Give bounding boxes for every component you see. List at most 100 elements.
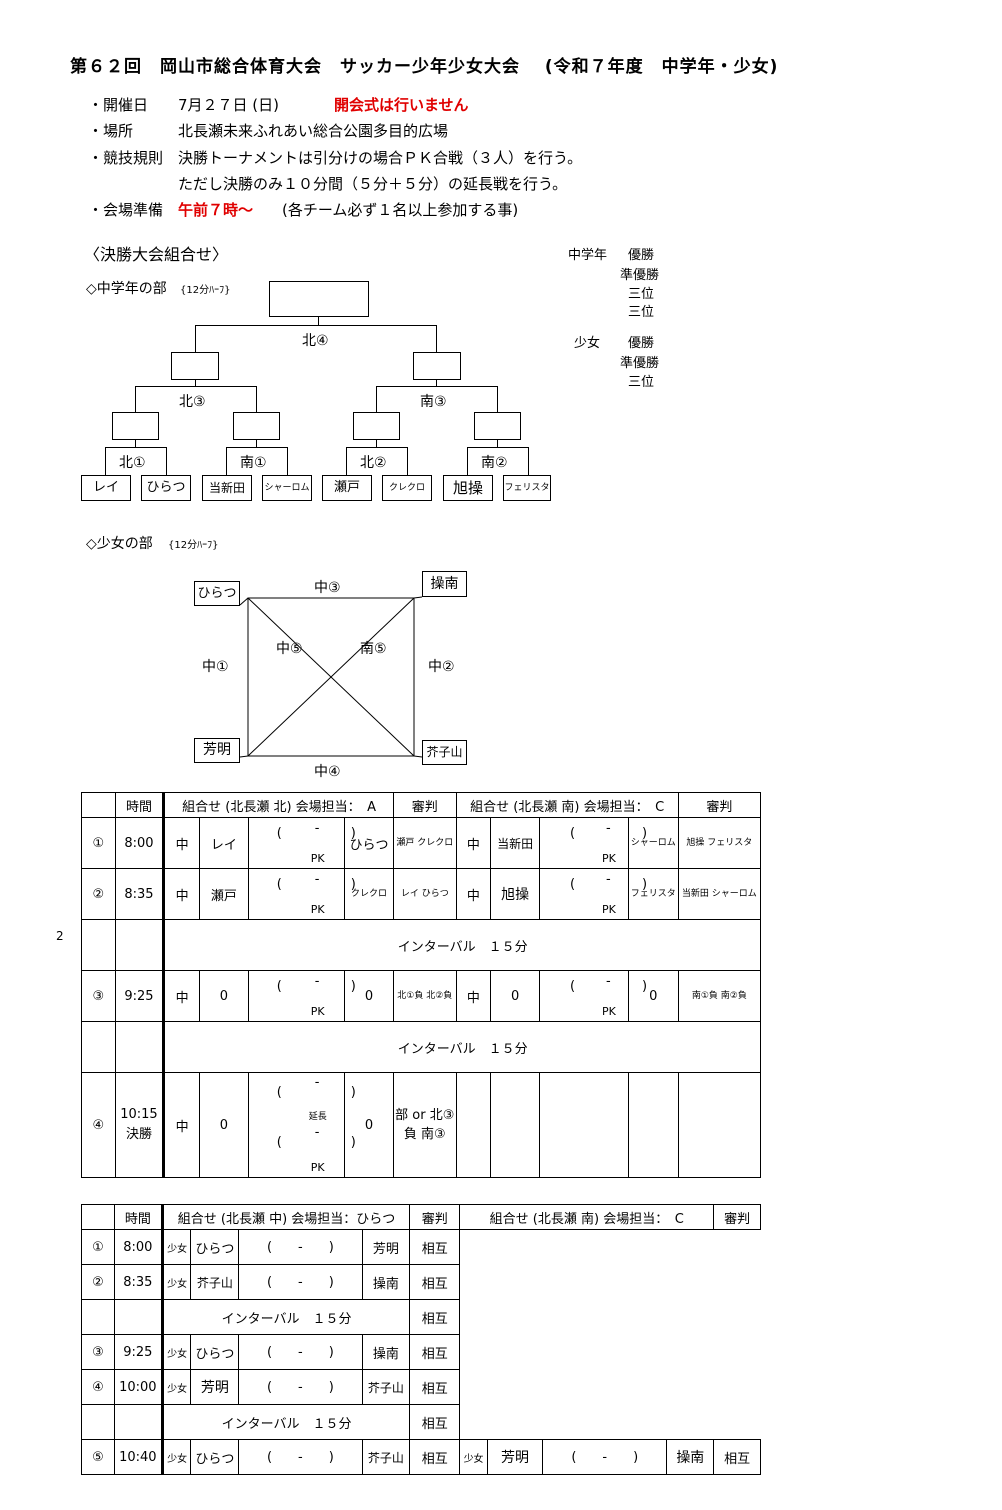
- bracket-r1-label-1: 北①: [117, 452, 148, 472]
- rules-label: ・競技規則: [88, 149, 164, 167]
- team-box-4: シャーロム: [262, 475, 312, 501]
- score-cell[interactable]: (-): [238, 1334, 363, 1370]
- prep-time: 午前７時～: [178, 201, 254, 219]
- shojo-section-note: {12分ﾊｰﾌ}: [168, 540, 219, 551]
- results-chu-win: 優勝: [628, 248, 655, 263]
- bracket-semi-left-label: 北③: [177, 391, 208, 411]
- t1-header-ref2: 審判: [677, 792, 762, 818]
- results-shojo-win: 優勝: [628, 336, 655, 351]
- prep-label: ・会場準備: [88, 201, 164, 219]
- league-top-label: 中③: [314, 580, 341, 596]
- interval-row: インターバル １５分: [163, 919, 761, 971]
- league-team-br: 芥子山: [422, 740, 467, 765]
- bracket-r1-label-3: 北②: [358, 452, 389, 472]
- r1-winner-box-4: [474, 412, 521, 440]
- table-row: インターバル １５分: [81, 919, 761, 971]
- league-team-bl: 芳明: [194, 738, 240, 763]
- bracket-r1-label-2: 南①: [238, 452, 269, 472]
- results-chu-third-1: 三位: [628, 287, 655, 302]
- results-shojo-third: 三位: [628, 375, 655, 390]
- section-title: 〈決勝大会組合せ〉: [84, 245, 229, 264]
- schedule-table-shojo: 時間 組合せ (北長瀬 中) 会場担当：ひらつ 審判 組合せ (北長瀬 南) 会…: [81, 1204, 761, 1475]
- t2-header-time: 時間: [113, 1204, 164, 1230]
- table-row: ⑤ 10:40 少女 ひらつ (-) 芥子山 相互 少女 芳明 (-) 操南 相…: [81, 1439, 761, 1475]
- date-note: 開会式は行いません: [334, 96, 469, 114]
- team-box-1: レイ: [81, 475, 131, 501]
- page-title: 第６２回 岡山市総合体育大会 サッカー少年少女大会 (令和７年度 中学年・少女): [70, 57, 779, 77]
- interval-row: インターバル １５分: [163, 1021, 761, 1073]
- table-row: ② 8:35 中 瀬戸 (-)PK クレクロ レイ ひらつ 中 旭操 (-)PK…: [81, 868, 762, 920]
- bracket-final-label: 北④: [300, 330, 331, 350]
- score-cell-final[interactable]: - ( ) 延長 - ( ) PK: [276, 1075, 356, 1174]
- bracket-semi-right-label: 南③: [418, 391, 449, 411]
- place-value: 北長瀬未来ふれあい総合公園多目的広場: [178, 122, 449, 140]
- score-cell[interactable]: (-)PK: [276, 821, 356, 865]
- league-left-label: 中①: [202, 659, 229, 675]
- side-number: 2: [56, 929, 64, 943]
- score-cell[interactable]: (-)PK: [570, 872, 648, 916]
- score-cell[interactable]: (-): [238, 1264, 363, 1300]
- interval-row: インターバル １５分: [161, 1404, 411, 1440]
- bracket-r1-label-4: 南②: [479, 452, 510, 472]
- league-right-label: 中②: [428, 659, 455, 675]
- rules-line2: ただし決勝のみ１０分間（５分＋５分）の延長戦を行う。: [178, 175, 568, 193]
- t2-header-match-center: 組合せ (北長瀬 中) 会場担当：ひらつ: [161, 1204, 411, 1230]
- place-label: ・場所: [88, 122, 134, 140]
- r1-winner-box-2: [233, 412, 280, 440]
- league-team-tr: 操南: [422, 571, 467, 597]
- team-box-2: ひらつ: [141, 475, 191, 501]
- table-row: ④ 10:00 少女 芳明 (-) 芥子山 相互: [81, 1369, 761, 1405]
- score-cell[interactable]: (-): [238, 1369, 363, 1405]
- team-box-8: フェリスタ: [503, 475, 551, 501]
- prep-note: (各チーム必ず１名以上参加する事): [282, 201, 519, 219]
- t1-header-match-north: 組合せ (北長瀬 北) 会場担当： A: [163, 792, 394, 818]
- league-bottom-label: 中④: [314, 764, 341, 780]
- t2-header-ref2: 審判: [713, 1204, 761, 1230]
- table-row: ③ 9:25 中 0 (-)PK 0 北①負 北②負 中 0 (-)PK 0 南…: [81, 970, 762, 1022]
- t2-header-match-south: 組合せ (北長瀬 南) 会場担当： C: [459, 1204, 715, 1230]
- t1-header-match-south: 組合せ (北長瀬 南) 会場担当： C: [455, 792, 679, 818]
- chu-section-note: {12分ﾊｰﾌ}: [180, 285, 231, 296]
- t2-header-ref: 審判: [409, 1204, 461, 1230]
- score-cell[interactable]: (-): [542, 1439, 668, 1475]
- score-cell[interactable]: (-): [238, 1439, 363, 1475]
- team-box-5: 瀬戸: [322, 475, 372, 501]
- results-chu-runnerup: 準優勝: [620, 268, 660, 283]
- score-cell[interactable]: (-)PK: [276, 872, 356, 916]
- champion-box: [269, 281, 369, 317]
- date-label: ・開催日: [88, 96, 149, 114]
- table-row: ① 8:00 中 レイ (-)PK ひらつ 瀬戸 クレクロ 中 当新田 (-)P…: [81, 817, 762, 869]
- table-row: ① 8:00 少女 ひらつ (-) 芳明 相互: [81, 1229, 761, 1265]
- date-value: 7月２７日 (日): [178, 96, 280, 114]
- schedule-table-chu: 時間 組合せ (北長瀬 北) 会場担当： A 審判 組合せ (北長瀬 南) 会場…: [81, 792, 762, 1178]
- shojo-section-title: ◇少女の部: [86, 536, 153, 552]
- chu-section-title: ◇中学年の部: [86, 281, 167, 297]
- results-chu-third-2: 三位: [628, 305, 655, 320]
- score-cell[interactable]: (-)PK: [570, 974, 648, 1018]
- interval-row: インターバル １５分: [161, 1299, 411, 1335]
- r1-winner-box-1: [112, 412, 159, 440]
- t1-header-time: 時間: [114, 792, 166, 818]
- table-row: インターバル １５分: [81, 1021, 761, 1073]
- finalist-box-right: [413, 352, 461, 380]
- score-cell[interactable]: (-)PK: [276, 974, 356, 1018]
- league-diag-right-label: 南⑤: [360, 641, 387, 657]
- results-shojo-runnerup: 準優勝: [620, 356, 660, 371]
- table-row: インターバル １５分 相互: [81, 1404, 761, 1440]
- results-shojo-label: 少女: [574, 336, 601, 351]
- score-cell[interactable]: (-): [238, 1229, 363, 1265]
- league-lines: [239, 596, 423, 758]
- team-box-3: 当新田: [202, 475, 252, 501]
- rules-line1: 決勝トーナメントは引分けの場合ＰＫ合戦（３人）を行う。: [178, 149, 583, 167]
- score-cell[interactable]: (-)PK: [570, 821, 648, 865]
- t1-header-ref: 審判: [392, 792, 457, 818]
- finalist-box-left: [171, 352, 219, 380]
- results-chu-label: 中学年: [568, 248, 608, 263]
- league-diag-left-label: 中⑤: [276, 641, 303, 657]
- team-box-7: 旭操: [443, 475, 493, 501]
- table-row: インターバル １５分 相互: [81, 1299, 761, 1335]
- table-row: ② 8:35 少女 芥子山 (-) 操南 相互: [81, 1264, 761, 1300]
- league-team-tl: ひらつ: [194, 581, 240, 606]
- table-row: ③ 9:25 少女 ひらつ (-) 操南 相互: [81, 1334, 761, 1370]
